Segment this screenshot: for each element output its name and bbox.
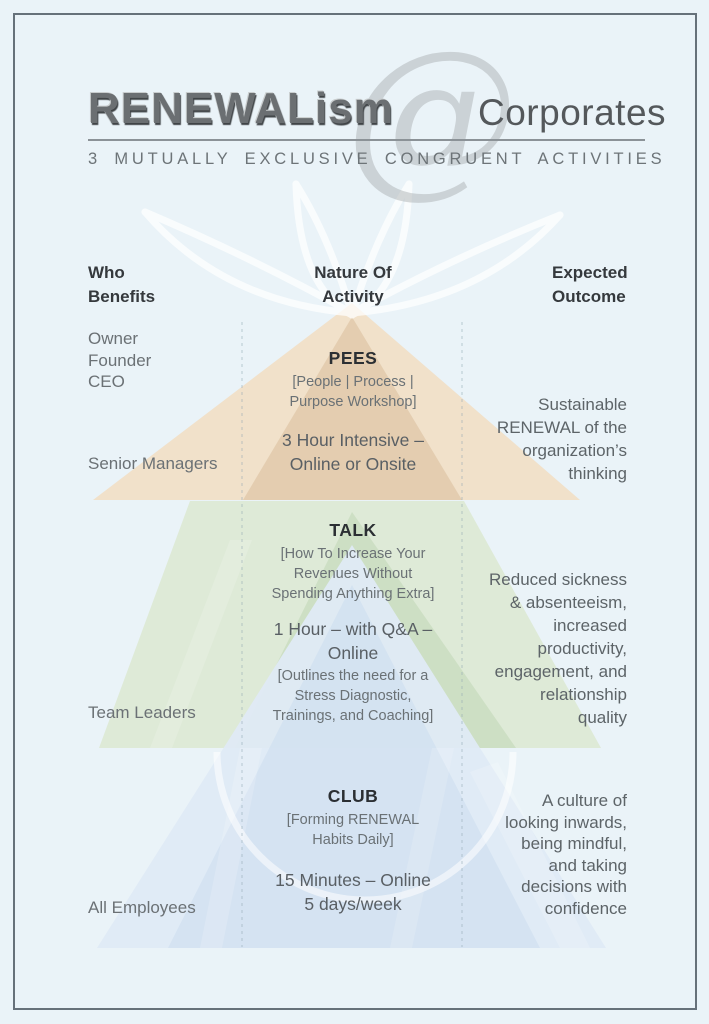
tier1-title: PEES — [328, 348, 378, 368]
page-border-frame — [13, 13, 697, 1010]
at-sign-decoration-icon: @ — [346, 13, 518, 214]
title-divider-line — [88, 139, 645, 141]
column-header-expected-outcome: Expected Outcome — [552, 263, 628, 306]
tier2-duration-detail: 1 Hour – with Q&A – Online — [273, 619, 433, 663]
who-label-team-leaders: Team Leaders — [88, 703, 196, 722]
tier3-duration-detail: 15 Minutes – Online 5 days/week — [275, 870, 431, 914]
audience-title: Corporates — [478, 92, 667, 133]
leaf-motif-icon — [141, 180, 564, 319]
tier2-title: TALK — [329, 520, 377, 540]
column-header-nature-of-activity: Nature Of Activity — [314, 263, 392, 306]
page-subtitle: 3 MUTUALLY EXCLUSIVE CONGRUENT ACTIVITIE… — [88, 150, 666, 168]
circle-arc-decoration — [213, 751, 517, 904]
who-label-senior-managers: Senior Managers — [88, 454, 218, 473]
tier2-bracket-note: [How To Increase Your Revenues Without S… — [271, 546, 435, 602]
brand-title: RENEWALism — [88, 84, 394, 133]
who-label-all-employees: All Employees — [88, 898, 196, 917]
column-header-who-benefits: Who Benefits — [88, 263, 156, 306]
tier3-title: CLUB — [327, 786, 379, 806]
tier1-inner-triangle — [243, 317, 462, 500]
light-streaks-decoration — [150, 540, 590, 948]
tier1-outcome-text: Sustainable RENEWAL of the organization’… — [496, 395, 627, 483]
tier1-bracket-note: [People | Process | Purpose Workshop] — [289, 374, 417, 410]
tier1-duration-detail: 3 Hour Intensive – Online or Onsite — [281, 430, 425, 474]
tier2-bracket-note-2: [Outlines the need for a Stress Diagnost… — [272, 668, 434, 724]
tier3-outcome-text: A culture of looking inwards, being mind… — [505, 791, 627, 918]
column-dividers — [241, 322, 463, 947]
tier2-outcome-text: Reduced sickness & absenteeism, increase… — [489, 570, 627, 727]
who-label-owner-founder-ceo: Owner Founder CEO — [88, 329, 152, 391]
tier3-bracket-note: [Forming RENEWAL Habits Daily] — [286, 812, 420, 848]
